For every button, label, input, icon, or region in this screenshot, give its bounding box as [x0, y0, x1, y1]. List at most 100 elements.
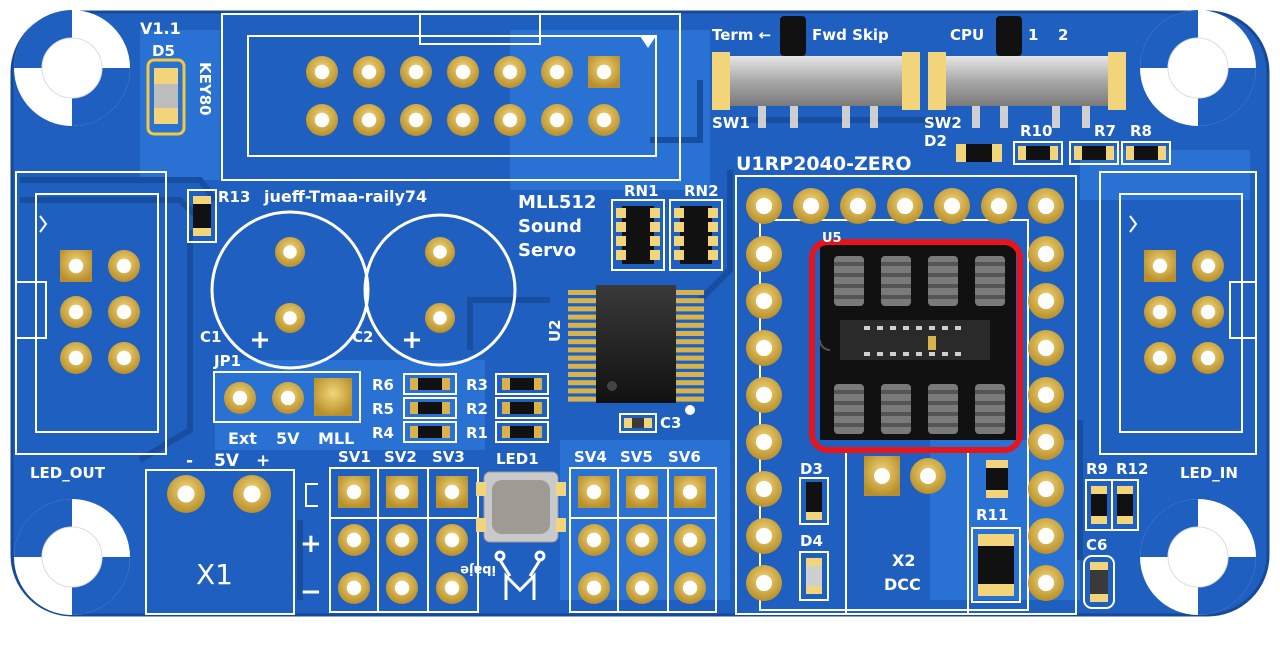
- pad-hole: [1200, 304, 1216, 320]
- resistor-pad: [410, 378, 418, 390]
- u2-pin: [674, 306, 704, 312]
- pad-hole: [408, 64, 424, 80]
- u5-chip-pin: [955, 352, 961, 356]
- resistor-outline: [495, 373, 549, 395]
- pad-hole: [283, 311, 297, 325]
- u5-pin-ridge: [881, 273, 911, 277]
- jp1-label: JP1: [213, 352, 241, 370]
- resistor-network-rn2: [669, 199, 723, 271]
- u2-pin: [568, 314, 598, 320]
- pad-hole: [1152, 304, 1168, 320]
- u2-pin: [568, 380, 598, 386]
- pad-hole: [549, 112, 565, 128]
- r8-label: R8: [1130, 122, 1152, 140]
- title-line1: MLL512: [518, 192, 596, 213]
- u5-pin-ridge: [928, 390, 958, 394]
- key80-header: [221, 13, 681, 181]
- resistor-r12: [1111, 479, 1139, 531]
- pad-hole: [68, 350, 84, 366]
- pad-hole: [586, 580, 602, 596]
- u5-chip-pin: [877, 352, 883, 356]
- u5-pin-ridge: [834, 412, 864, 416]
- resistor-outline: [495, 421, 549, 443]
- key80-label: KEY80: [196, 62, 214, 116]
- u5-pin-ridge: [928, 423, 958, 427]
- u5-pin-ridge: [975, 262, 1005, 266]
- u5-label: U5: [822, 231, 842, 246]
- sv2-label: SV2: [384, 448, 417, 466]
- u2-pin: [674, 355, 704, 361]
- d5-label: D5: [152, 42, 175, 60]
- resistor-pad: [410, 426, 418, 438]
- sw2-label: SW2: [924, 114, 962, 132]
- c3-label: C3: [660, 414, 681, 432]
- led-in-connector: [1099, 171, 1257, 455]
- u5-pin-ridge: [928, 273, 958, 277]
- r12-label: R12: [1116, 460, 1148, 478]
- pad-hole: [634, 580, 650, 596]
- u2-pin: [568, 322, 598, 328]
- servo-headers: [305, 467, 717, 613]
- u2-pin: [568, 290, 598, 295]
- pad-hole: [232, 390, 248, 406]
- pad-hole: [177, 485, 195, 503]
- resistor-pad: [534, 402, 542, 414]
- ic-u2: [568, 285, 704, 415]
- d4-label: D4: [800, 532, 823, 550]
- pad-hole: [455, 112, 471, 128]
- x2-label: X2: [892, 551, 915, 570]
- pad-hole: [394, 484, 410, 500]
- u5-chip-pin: [903, 326, 909, 330]
- pad-hole: [596, 112, 612, 128]
- pad-hole: [444, 532, 460, 548]
- pad-hole: [243, 485, 261, 503]
- pad-hole: [755, 480, 773, 498]
- u5-pin-ridge: [928, 401, 958, 405]
- pad-hole: [433, 245, 447, 259]
- credits-label: jueff-Tmaa-raily74: [263, 187, 427, 206]
- u5-pin-ridge: [881, 401, 911, 405]
- u2-pin: [674, 372, 704, 377]
- pad-hole: [755, 292, 773, 310]
- pad-hole: [755, 527, 773, 545]
- u2-pin: [568, 331, 598, 336]
- pad-hole: [682, 580, 698, 596]
- u5-pin-ridge: [834, 273, 864, 277]
- pad-hole: [314, 64, 330, 80]
- u5-chip-pin: [864, 326, 870, 330]
- pad-hole: [280, 390, 296, 406]
- u5-chip-pin: [864, 352, 870, 356]
- pad-hole: [1037, 386, 1055, 404]
- pad-hole: [943, 197, 961, 215]
- sw2-switch: [928, 16, 1126, 128]
- pad-hole: [68, 258, 84, 274]
- r11-label: R11: [976, 506, 1008, 524]
- sw1-left-label: Term ←: [712, 26, 771, 44]
- resistor-network-rn1: [611, 199, 665, 271]
- sv3-label: SV3: [432, 448, 465, 466]
- u5-pin-ridge: [928, 262, 958, 266]
- selection-highlight-box: [809, 239, 1023, 453]
- smd-r10: [1013, 141, 1063, 165]
- smd-d2: [956, 144, 1002, 162]
- u5-pin-ridge: [834, 262, 864, 266]
- pad-hole: [346, 484, 362, 500]
- pad-hole: [634, 484, 650, 500]
- u2-pin: [568, 388, 598, 394]
- r2-label: R2: [466, 400, 488, 418]
- pad-hole: [755, 339, 773, 357]
- d5-led: [146, 58, 186, 136]
- resistor-body: [414, 426, 446, 438]
- u2-pin: [674, 396, 704, 402]
- pad-hole: [502, 112, 518, 128]
- pad-hole: [346, 532, 362, 548]
- pad-hole: [549, 64, 565, 80]
- rn1-label: RN1: [624, 182, 659, 200]
- resistor-pad: [502, 378, 510, 390]
- pad-hole: [314, 112, 330, 128]
- pad-hole: [394, 532, 410, 548]
- pad-hole: [755, 386, 773, 404]
- smd-r13: [187, 189, 217, 243]
- pad-hole: [1200, 350, 1216, 366]
- pad-hole: [116, 258, 132, 274]
